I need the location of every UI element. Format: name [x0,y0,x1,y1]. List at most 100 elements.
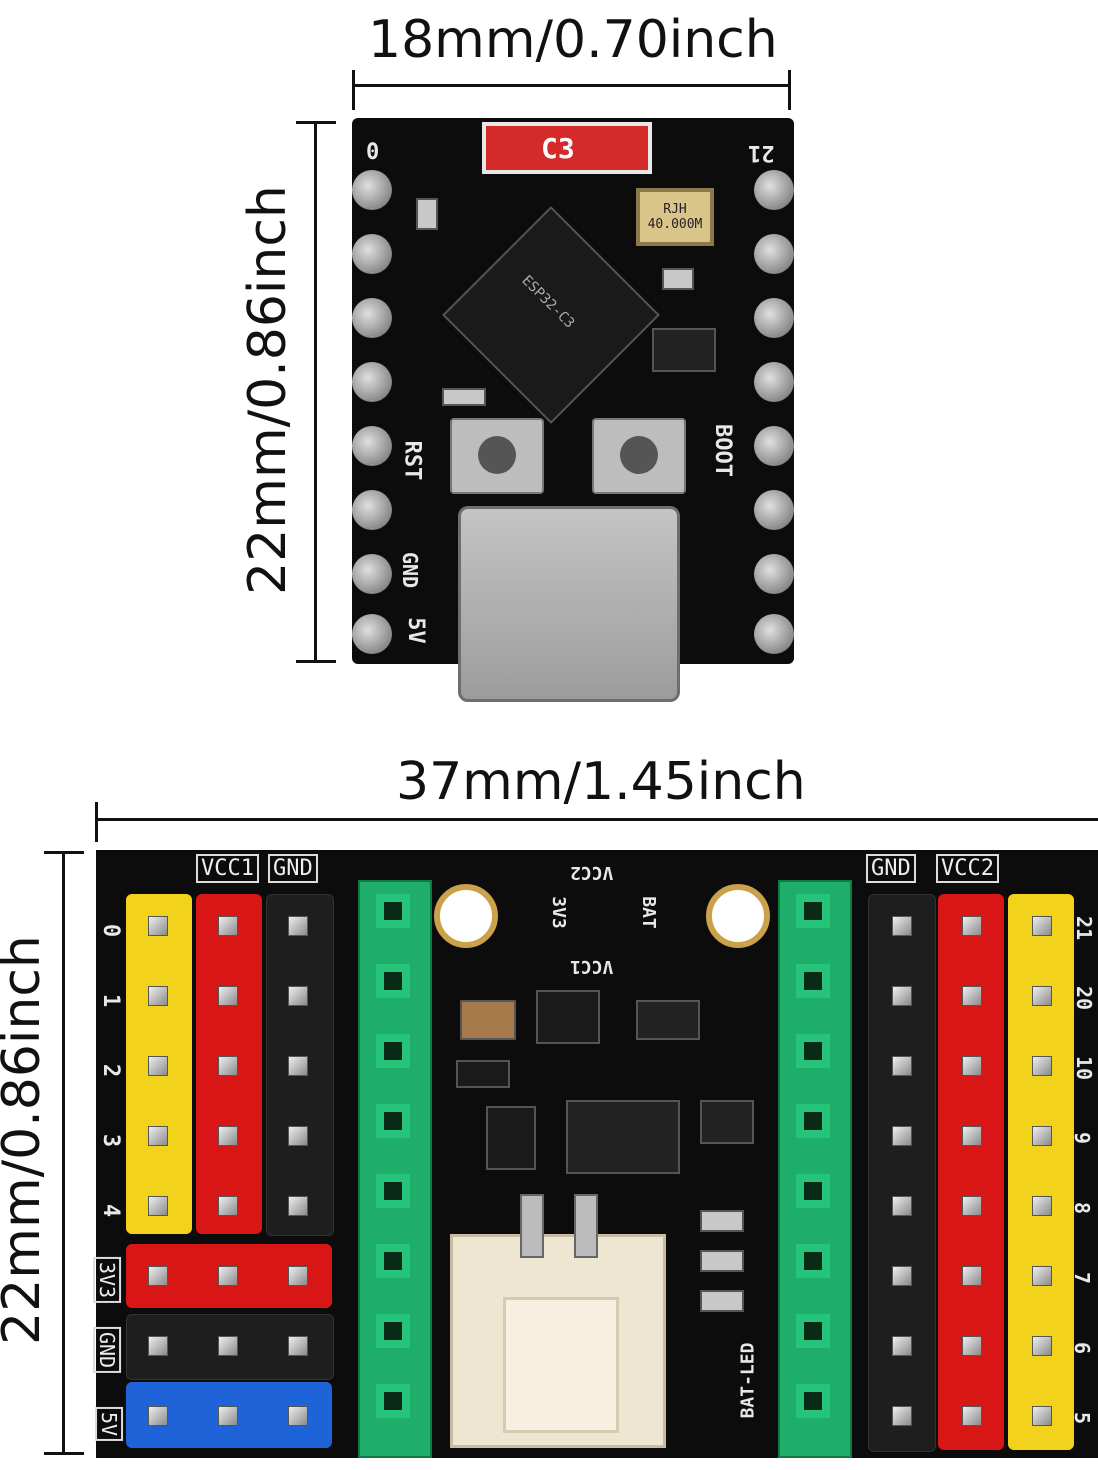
castellated-pad [754,362,794,402]
socket-hole [376,1104,410,1138]
vcc1-label: VCC1 [196,854,259,883]
center-label-3v3: 3V3 [547,896,569,929]
smd-component [652,328,716,372]
castellated-pad [754,298,794,338]
gnd-label-right: GND [866,854,916,883]
top-width-tick-right [788,70,791,110]
boot-label: BOOT [709,424,735,477]
top-height-tick-top [296,121,336,124]
usb-c-connector[interactable] [458,506,680,702]
smd-component [460,1000,516,1040]
header-pin [148,986,168,1006]
header-pin [1032,1406,1052,1426]
pin-number-right: 9 [1070,1131,1095,1145]
header-pin [892,1056,912,1076]
battery-jst-connector[interactable] [450,1234,666,1448]
side-label-3v3: 3V3 [93,1256,122,1304]
top-height-label: 22mm/0.86inch [238,185,298,595]
header-pin [1032,986,1052,1006]
smd-component [442,388,486,406]
socket-hole [376,894,410,928]
header-pin [962,916,982,936]
rst-button[interactable] [450,418,544,494]
vcc2-label: VCC2 [936,854,999,883]
pin-number-right: 20 [1072,985,1097,1011]
header-pin [218,1336,238,1356]
header-pin [218,1406,238,1426]
center-label-vcc2: VCC2 [570,862,614,883]
pin-number-right: 6 [1070,1341,1095,1355]
header-pin [148,916,168,936]
castellated-pad [352,554,392,594]
socket-hole [796,1244,830,1278]
header-pin [962,1126,982,1146]
header-pin [892,916,912,936]
socket-hole [376,1174,410,1208]
header-pin [148,1196,168,1216]
connector-pin [520,1194,544,1258]
bottom-width-tick-left [95,802,98,842]
header-pin [962,1196,982,1216]
header-pin [892,1126,912,1146]
socket-hole [796,1104,830,1138]
side-label-5v: 5V [95,1406,124,1442]
socket-hole [376,1244,410,1278]
pin-number-left: 1 [98,993,124,1008]
header-pin [218,1056,238,1076]
bottom-width-line [96,818,1098,821]
header-pin [892,1406,912,1426]
boot-button[interactable] [592,418,686,494]
header-pin [288,1196,308,1216]
side-label-gnd: GND [93,1326,122,1374]
smd-component [416,198,438,230]
esp32-c3-board: C3 0 21 RJH 40.000M ESP32-C3 RST BOOT GN… [352,118,794,702]
castellated-pad [754,234,794,274]
black-header-gnd-right [868,894,936,1452]
header-pin [148,1336,168,1356]
header-pin [1032,1126,1052,1146]
top-width-label: 18mm/0.70inch [368,10,778,70]
pin-number-left: 4 [98,1203,124,1218]
smd-component [486,1106,536,1170]
top-width-tick-left [352,70,355,110]
connector-slot [503,1297,619,1433]
header-pin [892,1266,912,1286]
header-pin [148,1266,168,1286]
header-pin [892,1196,912,1216]
red-header-vcc2 [938,894,1004,1450]
castellated-pad [754,490,794,530]
socket-hole [796,1034,830,1068]
bottom-width-label: 37mm/1.45inch [396,752,806,812]
header-pin [1032,1196,1052,1216]
smd-component [566,1100,680,1174]
socket-hole [376,1314,410,1348]
header-pin [1032,916,1052,936]
castellated-pad [352,426,392,466]
rst-label: RST [399,440,425,481]
pin-number-right: 10 [1072,1055,1097,1081]
boot-button-cap [620,436,658,474]
castellated-pad [352,614,392,654]
header-pin [218,1266,238,1286]
header-pin [288,1336,308,1356]
header-pin [288,1056,308,1076]
header-pin [1032,1056,1052,1076]
socket-hole [796,894,830,928]
center-label-vcc1: VCC1 [570,956,614,977]
black-header-gnd-left [266,894,334,1236]
socket-hole [796,964,830,998]
header-pin [288,986,308,1006]
header-pin [148,1056,168,1076]
bottom-height-tick-top [44,851,84,854]
pin-number-right: 21 [1072,915,1097,941]
castellated-pad [754,426,794,466]
header-pin [1032,1266,1052,1286]
header-pin [218,1126,238,1146]
top-height-line [314,122,317,662]
socket-hole [376,964,410,998]
pin-number-left: 0 [98,923,124,938]
header-pin [218,1196,238,1216]
socket-hole [796,1384,830,1418]
center-label-bat: BAT [637,896,659,929]
bottom-height-tick-bottom [44,1452,84,1455]
